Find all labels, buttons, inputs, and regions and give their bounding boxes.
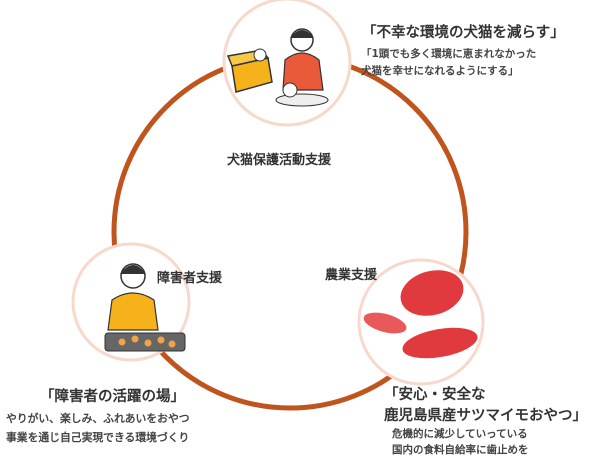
disability-headline: 「障害者の活躍の場」: [40, 389, 185, 405]
agriculture-headline: 「安心・安全な 鹿児島県産サツマイモおやつ」: [384, 385, 587, 427]
headline-line: 鹿児島県産サツマイモおやつ」: [384, 408, 587, 424]
baking-worker-illustration: [104, 263, 186, 352]
description-line: 国内の食料自給率に歯止めを: [392, 444, 529, 456]
description-line: 危機的に減少していっている: [392, 428, 528, 440]
sweet-potato-illustration: [363, 270, 478, 359]
disability-support-node: [71, 242, 191, 362]
agriculture-description: 危機的に減少していっている 国内の食料自給率に歯止めを: [392, 426, 529, 458]
cat-rescue-node: [222, 0, 352, 127]
node-label-agriculture: 農業支援: [325, 268, 378, 283]
cat-rescue-illustration: [226, 28, 329, 107]
description-line: やりがい、楽しみ、ふれあいをおやつ: [6, 412, 190, 425]
cat-rescue-headline: 「不幸な環境の犬猫を減らす」: [362, 25, 565, 41]
description-line: 犬猫を幸せになれるようにする」: [361, 65, 519, 77]
description-line: 事業を通じ自己実現できる環境づくり: [6, 431, 190, 444]
agriculture-support-node: [357, 258, 485, 386]
node-label-cat-rescue: 犬猫保護活動支援: [227, 153, 332, 168]
headline-line: 「安心・安全な: [384, 387, 486, 403]
node-label-disability: 障害者支援: [157, 271, 223, 286]
disability-description: やりがい、楽しみ、ふれあいをおやつ 事業を通じ自己実現できる環境づくり: [6, 409, 190, 447]
cat-rescue-description: 「1頭でも多く環境に恵まれなかった 犬猫を幸せになれるようにする」: [361, 46, 536, 80]
description-line: 「1頭でも多く環境に恵まれなかった: [361, 48, 537, 60]
